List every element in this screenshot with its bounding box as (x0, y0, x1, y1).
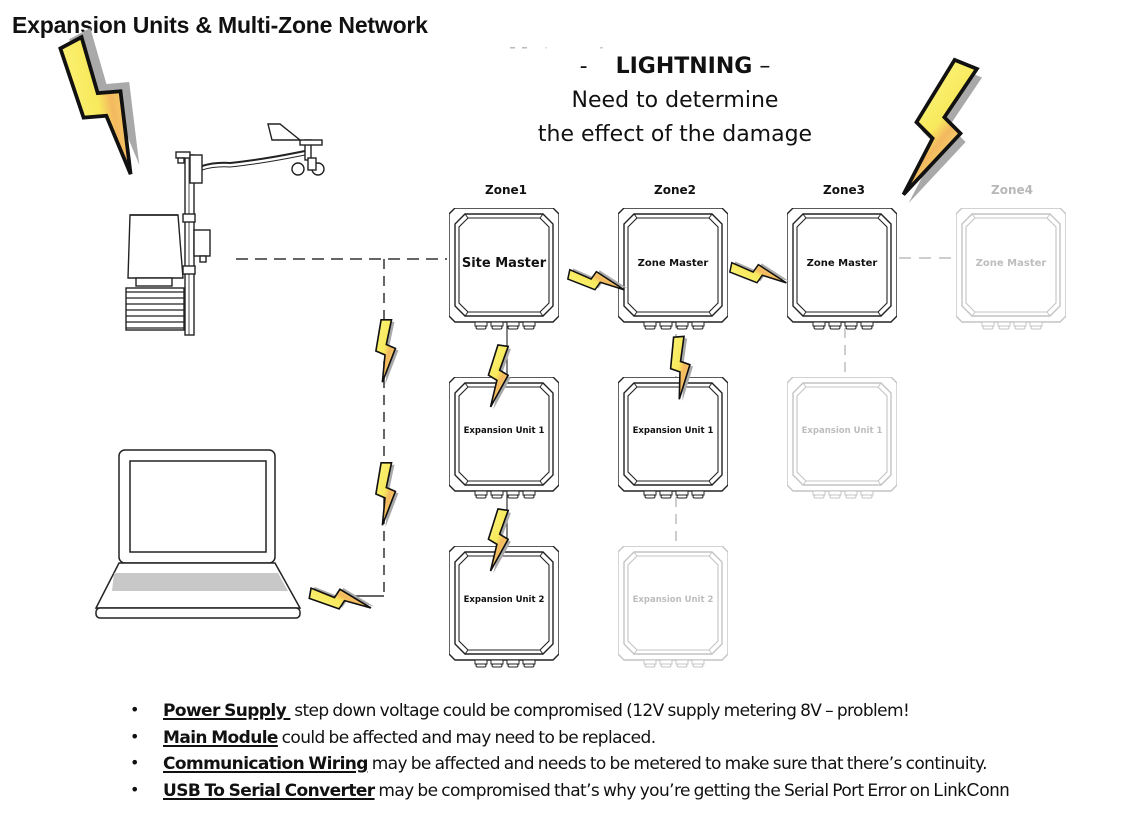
note-term: Power Supply (163, 701, 291, 721)
bullet-icon: • (130, 753, 139, 772)
enclosure-icon (449, 546, 559, 668)
note-term: Communication Wiring (163, 754, 368, 774)
unit-zone3-zone-master: Zone Master (787, 208, 897, 330)
headline-line-1: - LIGHTNING – (500, 50, 850, 84)
unit-label: Zone Master (806, 258, 878, 269)
enclosure-icon (787, 208, 897, 330)
unit-label: Expansion Unit 2 (463, 595, 545, 605)
enclosure-icon (956, 208, 1066, 330)
unit-zone1-site-master: Site Master (449, 208, 559, 330)
stray-marks (510, 47, 603, 49)
unit-label: Expansion Unit 2 (632, 595, 714, 605)
bullet-icon: • (130, 700, 139, 719)
unit-zone4-zone-master: Zone Master (956, 208, 1066, 330)
note-text: could be affected and may need to be rep… (277, 727, 656, 748)
enclosure-icon (618, 377, 728, 499)
bullet-icon: • (130, 726, 139, 746)
note-item: • Communication Wiring may be affected an… (130, 750, 1010, 777)
note-item: • Power Supply step down voltage could be… (130, 697, 1010, 724)
unit-label: Site Master (461, 256, 547, 271)
headline-lightning: LIGHTNING (615, 54, 753, 79)
note-text: may be affected and needs to be metered … (367, 754, 988, 774)
damage-notes: • Power Supply step down voltage could be… (130, 697, 1010, 803)
note-term: USB To Serial Converter (163, 780, 375, 801)
headline-endash: – (759, 54, 771, 79)
note-term: Main Module (163, 727, 278, 748)
zone-label-3: Zone3 (823, 183, 865, 197)
unit-label: Zone Master (975, 258, 1047, 269)
note-text: step down voltage could be compromised (… (290, 701, 910, 721)
unit-zone1-expansion-1: Expansion Unit 1 (449, 377, 559, 499)
enclosure-icon (449, 377, 559, 499)
unit-zone2-zone-master: Zone Master (618, 208, 728, 330)
lightning-bolt-line-upper (374, 318, 399, 385)
unit-label: Zone Master (637, 258, 709, 269)
weather-station-icon (125, 123, 325, 336)
lightning-bolt-large-left (48, 23, 166, 181)
unit-label: Expansion Unit 1 (632, 426, 714, 436)
note-item: • USB To Serial Converter may be compromi… (130, 777, 1010, 804)
enclosure-icon (618, 208, 728, 330)
headline-line-2: Need to determine (571, 88, 779, 113)
zone-label-2: Zone2 (654, 183, 696, 197)
unit-zone2-expansion-2: Expansion Unit 2 (618, 546, 728, 668)
unit-label: Expansion Unit 1 (801, 426, 883, 436)
note-tail-linkconn: LinkConn (933, 779, 1010, 800)
lightning-headline: - LIGHTNING – Need to determine the effe… (500, 50, 850, 152)
headline-dash: - (579, 54, 588, 79)
lightning-bolt-laptop (307, 582, 377, 616)
laptop-icon (94, 449, 302, 619)
bullet-icon: • (130, 779, 139, 799)
unit-label: Expansion Unit 1 (463, 426, 545, 436)
zone-label-1: Zone1 (485, 183, 527, 197)
unit-zone1-expansion-2: Expansion Unit 2 (449, 546, 559, 668)
enclosure-icon (787, 377, 897, 499)
unit-zone3-expansion-1: Expansion Unit 1 (787, 377, 897, 499)
unit-zone2-expansion-1: Expansion Unit 1 (618, 377, 728, 499)
headline-line-3: the effect of the damage (537, 122, 813, 147)
note-text: may be compromised that’s why you’re get… (374, 780, 934, 801)
enclosure-icon (618, 546, 728, 668)
zone-label-4: Zone4 (991, 183, 1033, 197)
lightning-bolt-line-lower (374, 461, 399, 528)
note-item: • Main Module could be affected and may n… (130, 724, 1010, 751)
enclosure-icon (449, 208, 559, 330)
